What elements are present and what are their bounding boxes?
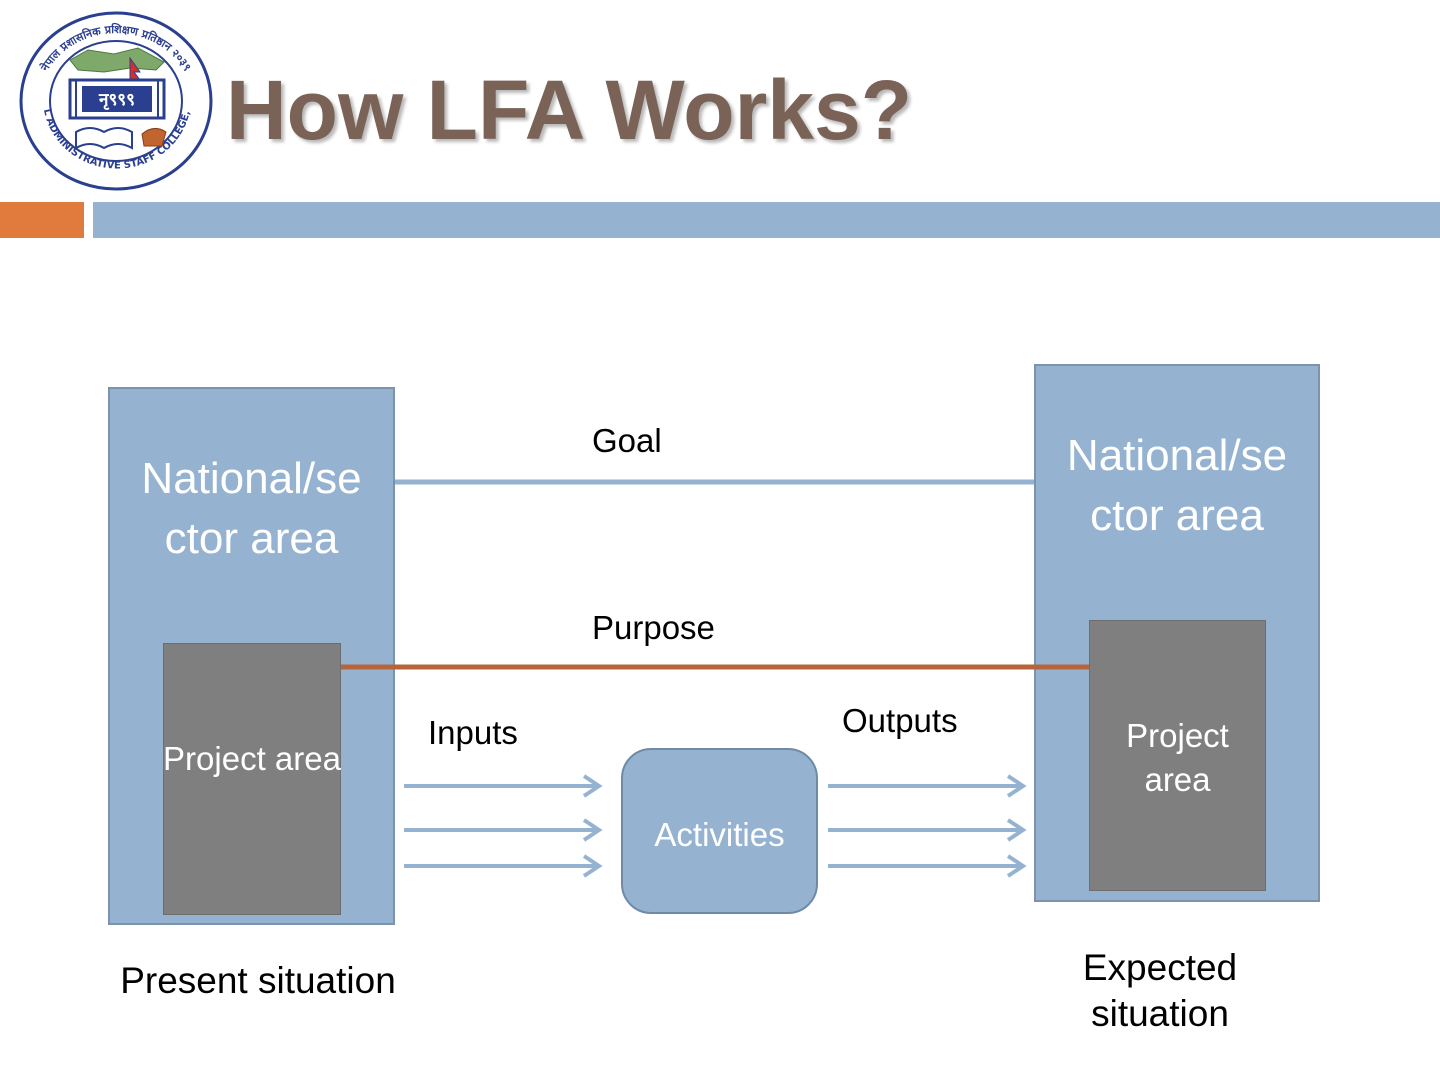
output-arrows <box>828 774 1027 878</box>
present-situation-caption: Present situation <box>120 960 396 1001</box>
input-arrowhead <box>582 818 603 842</box>
present-project-area-box <box>163 643 341 915</box>
goal-label: Goal <box>592 422 662 459</box>
logo-lamp-icon <box>141 128 167 147</box>
accent-bar-orange <box>0 202 84 238</box>
logo-map-shape <box>69 47 165 73</box>
input-arrows <box>404 774 603 878</box>
expected-situation-caption: Expected situation <box>1082 947 1238 1034</box>
expected-sector-area-label: National/se ctor area <box>1066 431 1288 540</box>
output-arrowhead <box>1006 774 1027 798</box>
output-arrowhead <box>1006 818 1027 842</box>
input-arrowhead <box>582 774 603 798</box>
inputs-label: Inputs <box>428 714 518 751</box>
expected-project-area-box <box>1089 620 1266 891</box>
logo-book-icon <box>75 127 133 150</box>
present-sector-area-label: National/se ctor area <box>141 454 362 563</box>
college-logo: नेपाल प्रशासनिक प्रशिक्षण प्रतिष्ठान २०३… <box>18 10 213 191</box>
input-arrowhead <box>582 854 603 878</box>
purpose-label: Purpose <box>592 609 715 646</box>
page-title: How LFA Works? <box>226 63 913 157</box>
logo-flag-icon <box>129 56 141 81</box>
output-arrowhead <box>1006 854 1027 878</box>
accent-bar-blue <box>93 202 1440 238</box>
activities-box <box>621 748 818 914</box>
outputs-label: Outputs <box>842 702 958 739</box>
present-project-area-label: Project area <box>163 740 341 777</box>
activities-label: Activities <box>654 816 785 853</box>
logo-emblem-text: नृ९९९ <box>98 90 135 110</box>
expected-project-area-label: Project area <box>1126 717 1229 798</box>
